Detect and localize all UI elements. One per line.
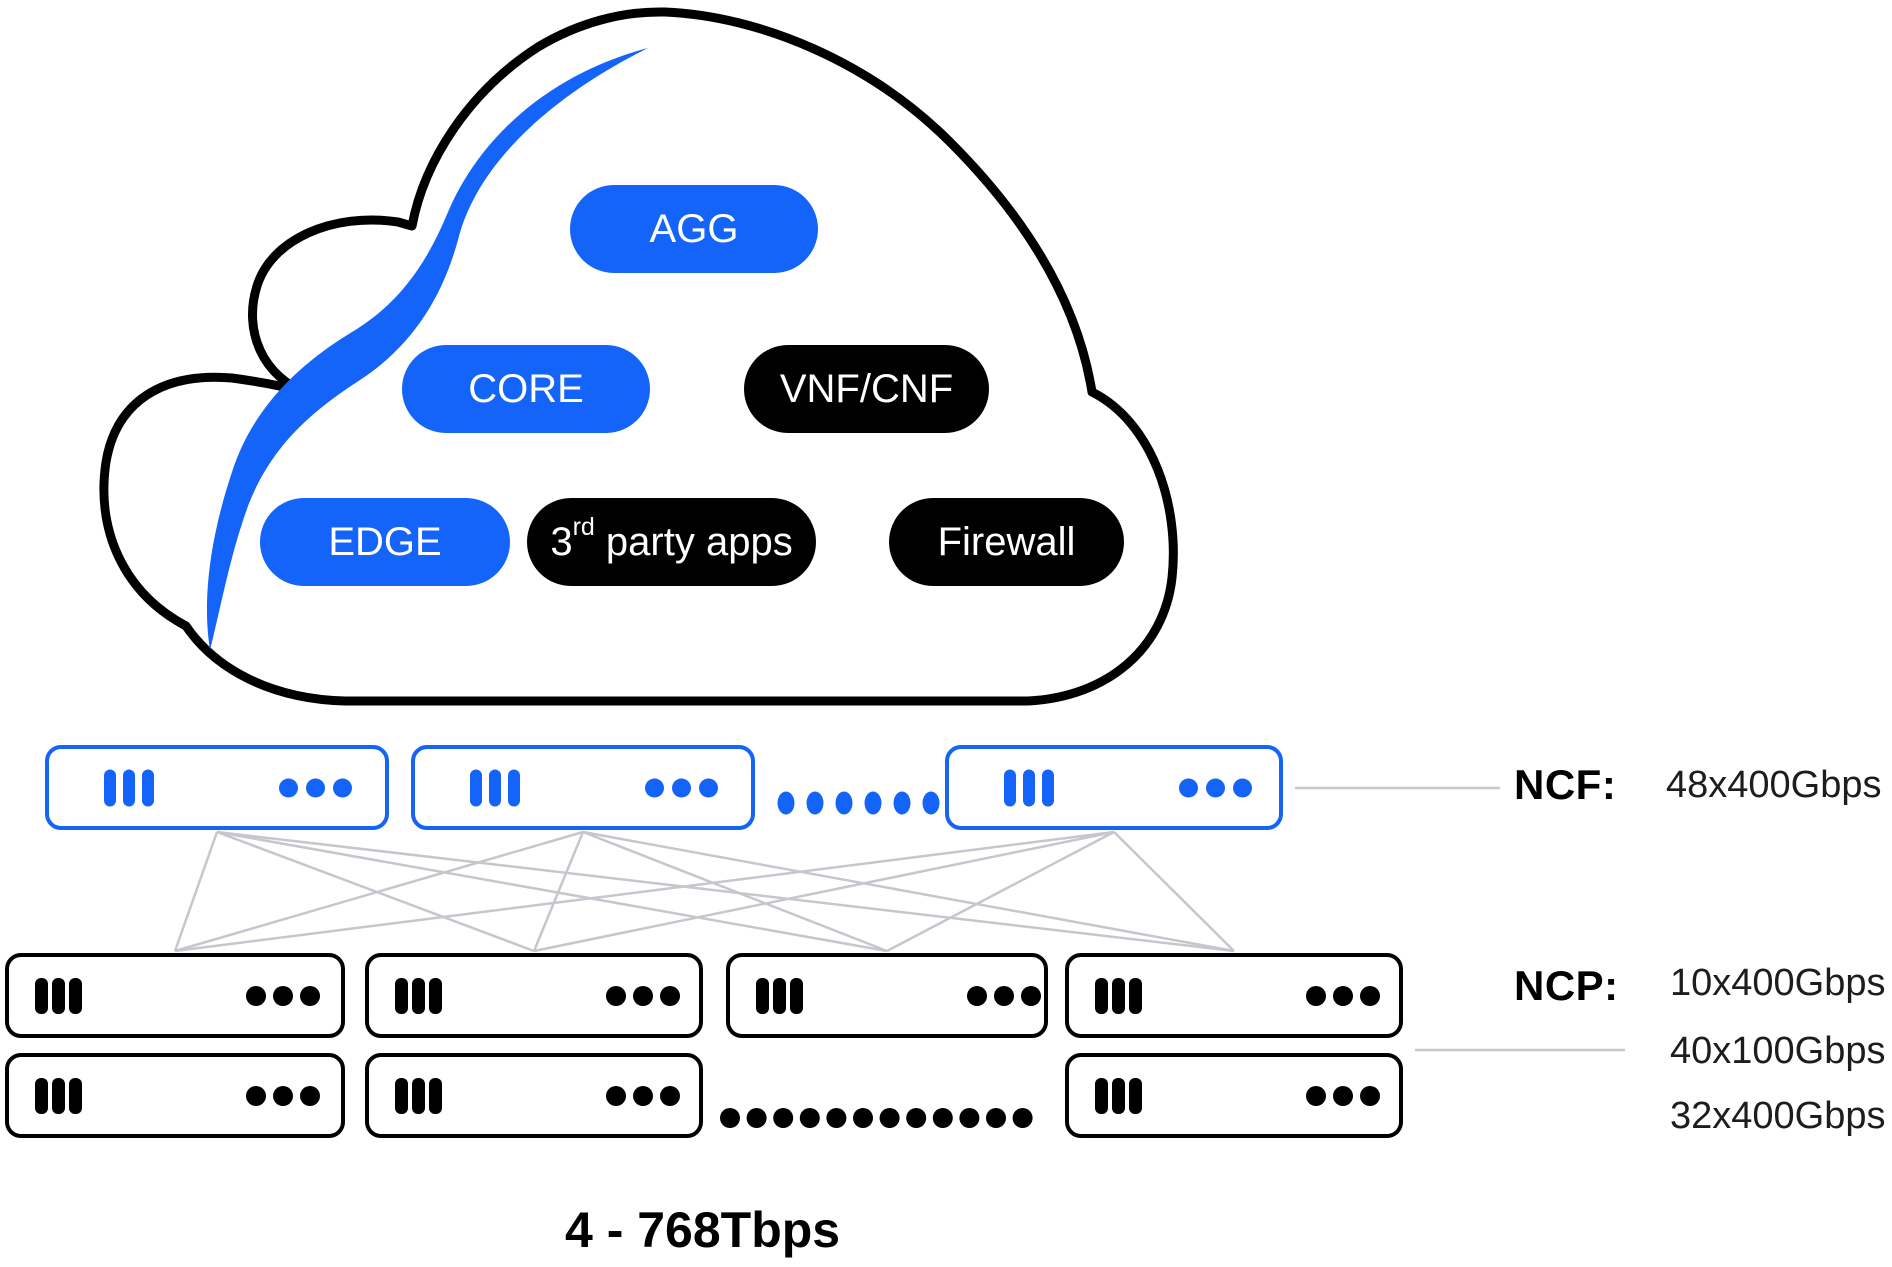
ncf-label: NCF: (1514, 761, 1617, 808)
switch-leds-icon (246, 1085, 320, 1106)
ncp-ellipsis-dot (799, 1108, 820, 1128)
mesh-connection-lines (173, 830, 1235, 953)
ncp-ellipsis-dot (826, 1108, 847, 1128)
ncf-ellipsis-dot (864, 791, 882, 815)
pill-core-label: CORE (468, 366, 584, 411)
pill-edge-label: EDGE (328, 519, 442, 564)
ncp-ellipsis-dot (773, 1108, 794, 1128)
ncf-switch-1 (45, 745, 389, 830)
pill-agg-label: AGG (649, 206, 739, 251)
switch-ports-icon (1004, 769, 1054, 806)
switch-leds-icon (606, 985, 680, 1006)
ncp-value-2: 40x100Gbps (1670, 1030, 1886, 1072)
ncp-value-3: 32x400Gbps (1670, 1095, 1886, 1137)
capacity-caption: 4 - 768Tbps (565, 1202, 841, 1258)
ncf-ellipsis-dot (922, 791, 940, 815)
ncf-ellipsis-dot (893, 791, 911, 815)
switch-ports-icon (756, 977, 803, 1014)
switch-leds-icon (967, 985, 1041, 1006)
ncp-switch-row1-1 (5, 953, 345, 1038)
ncp-value-1: 10x400Gbps (1670, 962, 1886, 1004)
switch-leds-icon (1306, 985, 1380, 1006)
mesh-line (886, 830, 1115, 953)
mesh-line (174, 830, 584, 953)
switch-ports-icon (470, 769, 520, 806)
switch-leds-icon (1306, 1085, 1380, 1106)
pill-edge: EDGE (260, 498, 510, 586)
switch-ports-icon (104, 769, 154, 806)
mesh-line (1113, 831, 1235, 952)
ncp-switch-row1-2 (365, 953, 703, 1038)
ncp-switch-row1-4 (1065, 953, 1403, 1038)
pill-firewall-label: Firewall (937, 519, 1076, 564)
switch-ports-icon (35, 1077, 82, 1114)
mesh-line (582, 830, 1235, 953)
mesh-line (533, 830, 1115, 953)
mesh-line (173, 831, 219, 952)
mesh-line (174, 830, 1115, 953)
ncp-ellipsis-dot (746, 1108, 767, 1128)
pill-third-party-rest: party apps (594, 519, 793, 564)
switch-ports-icon (1095, 1077, 1142, 1114)
pill-vnf-cnf-label: VNF/CNF (779, 366, 954, 411)
ncp-ellipsis-dot (986, 1108, 1006, 1128)
ncp-ellipsis-dot (932, 1108, 953, 1128)
pill-vnf-cnf: VNF/CNF (744, 345, 989, 433)
ncf-ellipsis-dot (806, 791, 824, 815)
cloud-shape (99, 7, 1178, 706)
mesh-line (216, 830, 888, 953)
ncp-ellipsis-dot (853, 1108, 873, 1128)
ncp-ellipsis-dot (879, 1108, 900, 1128)
pill-third-party-prefix: 3 (550, 519, 573, 564)
ncp-switch-row2-3 (1065, 1053, 1403, 1138)
ncp-switch-row2-2 (365, 1053, 703, 1138)
pill-firewall: Firewall (889, 498, 1124, 586)
pill-core: CORE (402, 345, 650, 433)
mesh-line (532, 831, 585, 952)
ncp-ellipsis-dot (959, 1108, 980, 1128)
pill-agg: AGG (570, 185, 818, 273)
ncf-value: 48x400Gbps (1666, 764, 1882, 806)
switch-ports-icon (395, 1077, 442, 1114)
switch-leds-icon (606, 1085, 680, 1106)
mesh-line (216, 830, 1235, 953)
ncf-switch-2 (411, 745, 755, 830)
switch-leds-icon (1179, 778, 1252, 797)
ncf-ellipsis-dot (777, 791, 795, 815)
mesh-line (582, 830, 888, 953)
ncf-ellipsis-dot (835, 791, 853, 815)
switch-leds-icon (246, 985, 320, 1006)
ncp-switch-row1-3 (726, 953, 1048, 1038)
ncp-ellipsis-dot (1012, 1108, 1033, 1128)
switch-ports-icon (35, 977, 82, 1014)
ncp-switch-row2-1 (5, 1053, 345, 1138)
ncp-ellipsis-dot (906, 1108, 927, 1128)
ncp-ellipsis-dots (720, 1108, 1033, 1128)
switch-leds-icon (645, 778, 718, 797)
switch-leds-icon (279, 778, 352, 797)
ncf-switch-3 (945, 745, 1283, 830)
switch-ports-icon (1095, 977, 1142, 1014)
ncf-ellipsis-dots (777, 791, 940, 815)
pill-third-party-sup: rd (572, 512, 595, 541)
switch-ports-icon (395, 977, 442, 1014)
ncp-ellipsis-dot (720, 1108, 740, 1128)
ncp-label: NCP: (1514, 962, 1619, 1009)
